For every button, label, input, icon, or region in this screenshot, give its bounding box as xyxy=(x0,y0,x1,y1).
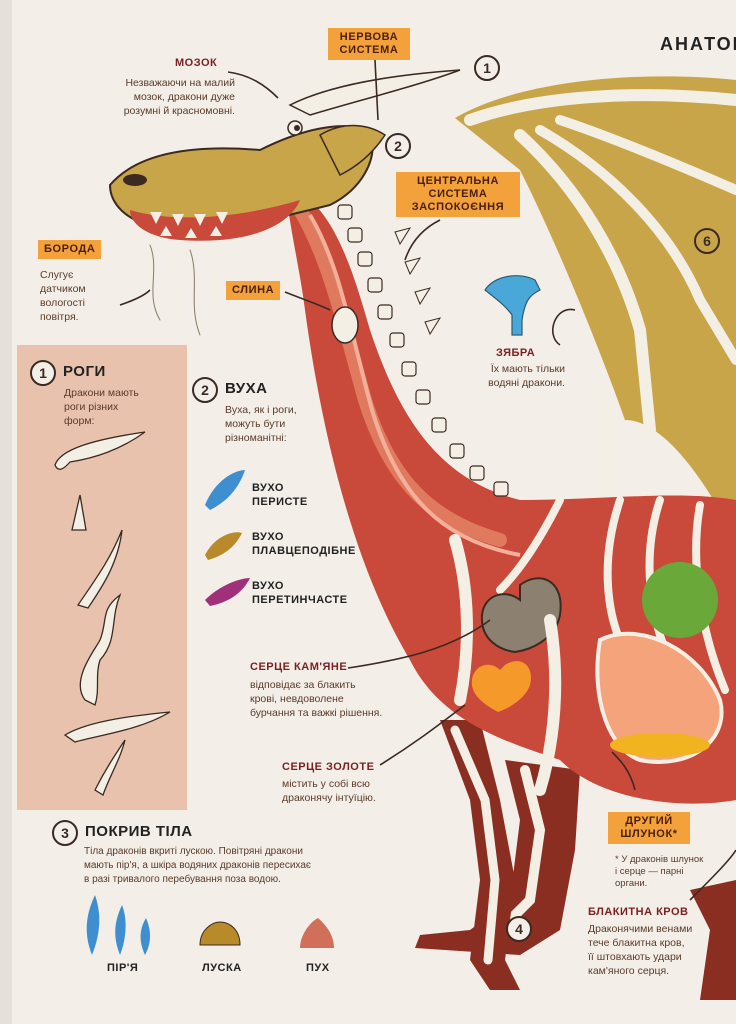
membrane-ear-icon xyxy=(205,578,250,606)
marker-1: 1 xyxy=(474,55,500,81)
brain-title: МОЗОК xyxy=(175,57,218,69)
down-label: ПУХ xyxy=(306,962,330,974)
stone-heart-title: СЕРЦЕ КАМ'ЯНЕ xyxy=(250,661,348,673)
gill-creature xyxy=(484,275,541,336)
horns-title: РОГИ xyxy=(63,363,106,380)
cover-number: 3 xyxy=(52,820,78,846)
green-organ xyxy=(642,562,718,638)
cover-description: Тіла драконів вкриті лускою. Повітряні д… xyxy=(84,846,311,885)
scale-icon xyxy=(199,921,241,946)
cover-title: ПОКРИВ ТІЛА xyxy=(85,823,193,840)
blue-blood-title: БЛАКИТНА КРОВ xyxy=(588,906,689,918)
down-icon xyxy=(300,918,334,948)
front-leg xyxy=(440,720,520,990)
horn xyxy=(288,69,461,116)
horns-number: 1 xyxy=(30,360,56,386)
marker-2: 2 xyxy=(385,133,411,159)
feather-ear-icon xyxy=(205,470,245,510)
ears-title: ВУХА xyxy=(225,380,268,397)
saliva-tag: СЛИНА xyxy=(226,281,281,300)
wing xyxy=(455,76,736,541)
ears-number: 2 xyxy=(192,377,218,403)
beard-tag: БОРОДА xyxy=(38,240,102,259)
stone-heart xyxy=(480,577,562,654)
marker-4: 4 xyxy=(506,916,532,942)
feathers-label: ПІР'Я xyxy=(107,962,139,974)
saliva-gland xyxy=(331,306,359,344)
head-frill xyxy=(319,124,387,177)
marker-6: 6 xyxy=(694,228,720,254)
fin-ear-icon xyxy=(205,532,242,560)
gills-title: ЗЯБРА xyxy=(496,347,536,359)
gold-heart xyxy=(471,661,531,712)
page-title: АНАТОМ xyxy=(660,34,736,54)
feather-icon xyxy=(86,895,100,955)
scale-label: ЛУСКА xyxy=(202,962,242,974)
gold-heart-title: СЕРЦЕ ЗОЛОТЕ xyxy=(282,761,375,773)
